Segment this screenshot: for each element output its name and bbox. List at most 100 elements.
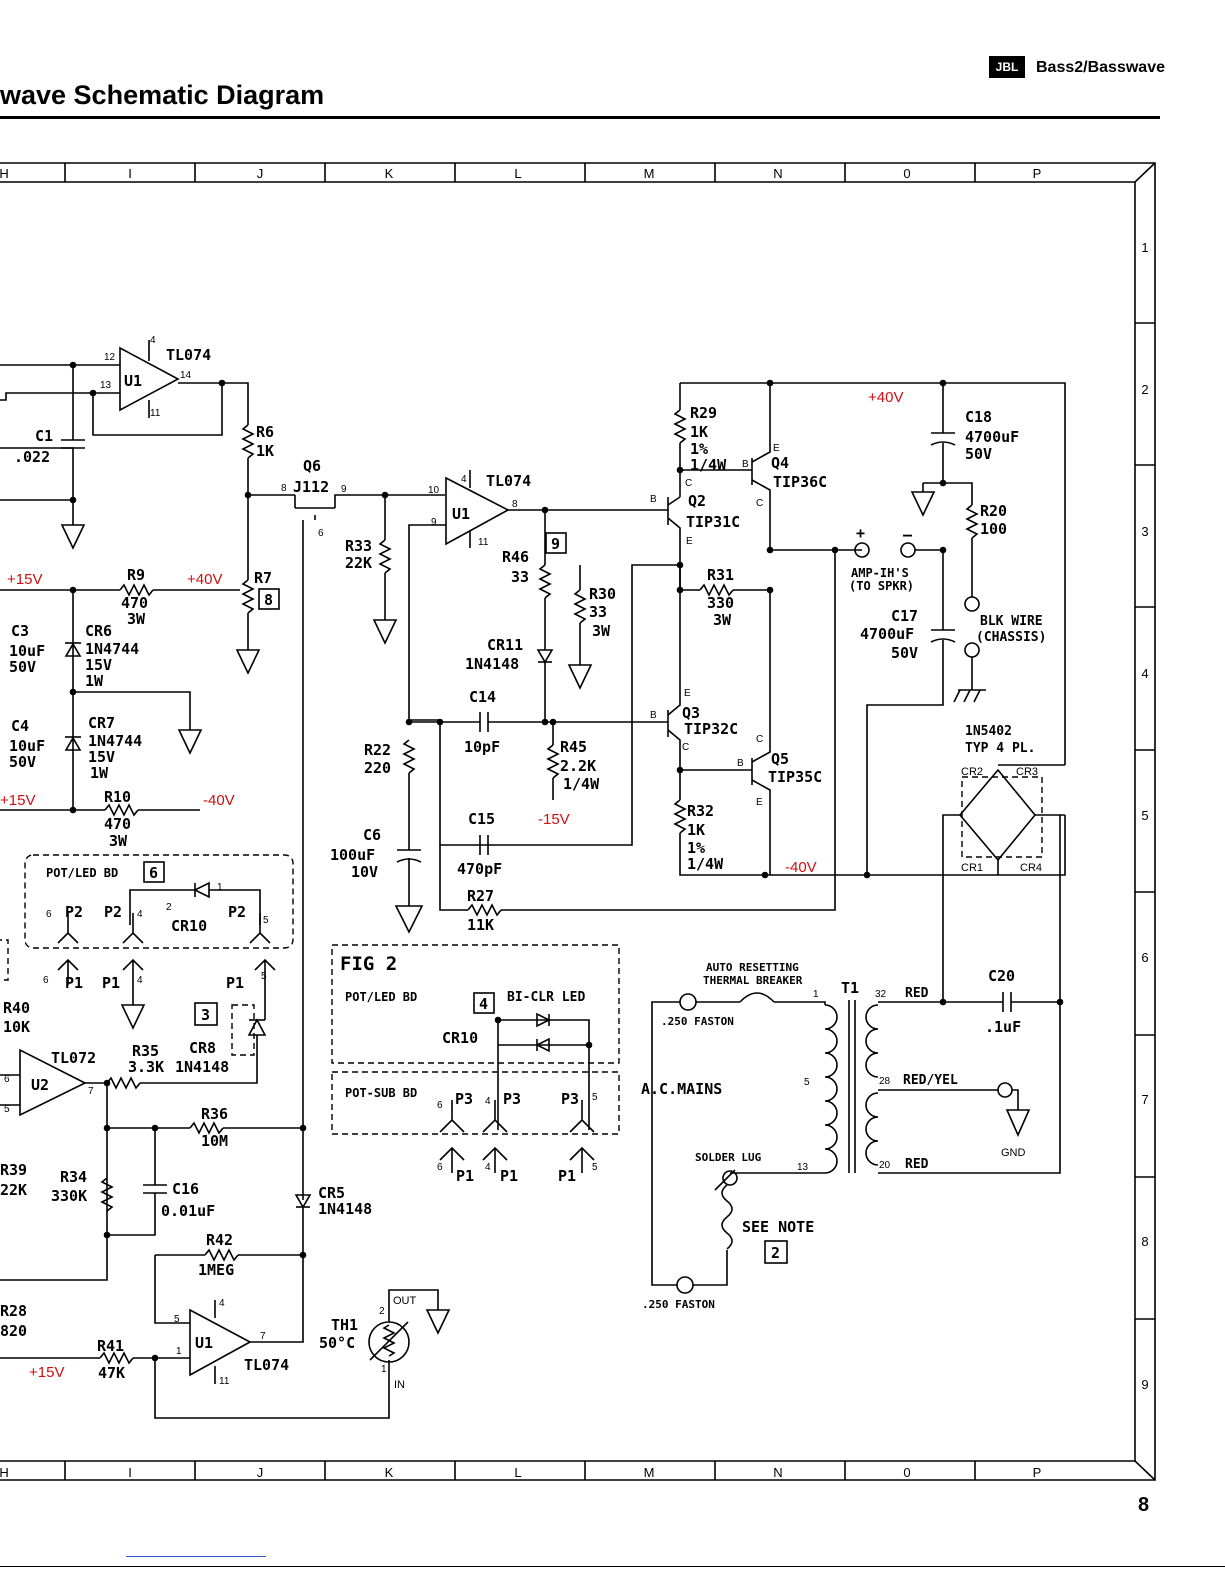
row-ticks <box>1135 322 1155 1320</box>
label-c20-val: .1uF <box>985 1018 1021 1036</box>
label-r45: R45 <box>560 738 587 756</box>
label-cr3: CR3 <box>1016 766 1038 778</box>
svg-text:11: 11 <box>478 537 489 548</box>
label-pot-led: POT/LED BD <box>46 866 118 880</box>
label-c15: C15 <box>468 810 495 828</box>
svg-text:4: 4 <box>137 975 143 986</box>
svg-text:5: 5 <box>263 915 269 926</box>
label-r40-val: 10K <box>3 1018 30 1036</box>
svg-text:6: 6 <box>437 1100 443 1111</box>
label-fig-pot: POT/LED BD <box>345 990 417 1004</box>
label-u1-b: U1 <box>452 505 470 523</box>
label-cr7-v1: 1N4744 <box>88 732 142 750</box>
label-p2-c: P2 <box>228 903 246 921</box>
label-r22: R22 <box>364 741 391 759</box>
label-tip35c: TIP35C <box>768 768 822 786</box>
label-cr4: CR4 <box>1020 862 1042 874</box>
label-tip36c: TIP36C <box>773 473 827 491</box>
grid-column-label: J <box>257 166 264 181</box>
label-th1: TH1 <box>331 1316 358 1334</box>
svg-text:12: 12 <box>104 352 116 363</box>
label-c4-v1: 10uF <box>9 737 45 755</box>
svg-text:–: – <box>903 526 913 544</box>
footer-rule <box>0 1566 1225 1567</box>
label-q2: Q2 <box>688 492 706 510</box>
label-cr8-val: 1N4148 <box>175 1058 229 1076</box>
svg-text:5: 5 <box>174 1314 180 1325</box>
label-c3-v2: 50V <box>9 658 36 676</box>
footer-link-line[interactable] <box>126 1556 266 1557</box>
grid-column-label: M <box>644 166 655 181</box>
label-r32-v2: 1% <box>687 839 705 857</box>
grid-column-label: N <box>773 166 782 181</box>
label-c17: C17 <box>891 607 918 625</box>
svg-text:10: 10 <box>428 485 440 496</box>
junctions <box>69 361 1064 1362</box>
label-r45-v2: 1/4W <box>563 775 600 793</box>
label-r28: R28 <box>0 1302 27 1320</box>
label-r33-val: 22K <box>345 554 372 572</box>
label-out: OUT <box>393 1295 417 1307</box>
label-r31-v1: 330 <box>707 594 734 612</box>
label-gnd: GND <box>1001 1147 1026 1159</box>
label-amp: AMP-IH'S <box>851 566 909 580</box>
label-c3: C3 <box>11 622 29 640</box>
label-p3-c: P3 <box>561 1090 579 1108</box>
grid-row-label: 8 <box>1141 1234 1148 1249</box>
label-box3: 3 <box>201 1006 210 1024</box>
svg-text:2: 2 <box>166 902 172 913</box>
label-cr7-v2: 15V <box>88 748 115 766</box>
label-red-1: RED <box>905 986 929 1001</box>
svg-text:13: 13 <box>100 380 112 391</box>
label-r42: R42 <box>206 1231 233 1249</box>
label-r34-val: 330K <box>51 1187 87 1205</box>
label-c4-v2: 50V <box>9 753 36 771</box>
svg-text:6: 6 <box>4 1074 10 1085</box>
svg-text:1: 1 <box>217 882 223 893</box>
label-c17-v1: 4700uF <box>860 625 914 643</box>
label-q3: Q3 <box>682 704 700 722</box>
label-u1-c: U1 <box>195 1334 213 1352</box>
label-cr10-b: CR10 <box>442 1029 478 1047</box>
label-autores: AUTO RESETTING <box>706 961 799 974</box>
svg-text:4: 4 <box>461 474 467 485</box>
label-thermal: THERMAL BREAKER <box>703 974 803 987</box>
label-r33: R33 <box>345 537 372 555</box>
svg-text:B: B <box>650 494 657 505</box>
label-r10-v1: 470 <box>104 815 131 833</box>
label-cr11: CR11 <box>487 636 523 654</box>
label-tospkr: (TO SPKR) <box>849 579 914 593</box>
label-u2: U2 <box>31 1076 49 1094</box>
header-rule <box>0 116 1160 119</box>
label-r7: R7 <box>254 569 272 587</box>
svg-text:5: 5 <box>592 1092 598 1103</box>
svg-text:6: 6 <box>437 1162 443 1173</box>
label-r34: R34 <box>60 1168 87 1186</box>
label-c3-v1: 10uF <box>9 642 45 660</box>
label-p1-d: P1 <box>456 1167 474 1185</box>
svg-text:14: 14 <box>180 370 192 381</box>
svg-text:11: 11 <box>219 1376 230 1387</box>
label-r46: R46 <box>502 548 529 566</box>
label-p2-b: P2 <box>104 903 122 921</box>
svg-text:5: 5 <box>4 1104 10 1115</box>
label-r31-v2: 3W <box>713 611 732 629</box>
label-cr6: CR6 <box>85 622 112 640</box>
label-blk: BLK WIRE <box>980 614 1043 629</box>
label-r28-val: 820 <box>0 1322 27 1340</box>
label-faston1: .250 FASTON <box>661 1015 734 1028</box>
label-r42-val: 1MEG <box>198 1261 234 1279</box>
grid-column-label: H <box>0 1465 9 1480</box>
label-box2: 2 <box>771 1244 780 1262</box>
label-in: IN <box>394 1379 405 1391</box>
svg-text:E: E <box>684 688 691 699</box>
label-r45-v1: 2.2K <box>560 757 596 775</box>
label-cr5-val: 1N4148 <box>318 1200 372 1218</box>
label-r27: R27 <box>467 887 494 905</box>
label-r41: R41 <box>97 1337 124 1355</box>
label-cr6-v2: 15V <box>85 656 112 674</box>
label-c1-val: .022 <box>14 448 50 466</box>
label-r32-v1: 1K <box>687 821 705 839</box>
grid-row-label: 1 <box>1141 240 1148 255</box>
